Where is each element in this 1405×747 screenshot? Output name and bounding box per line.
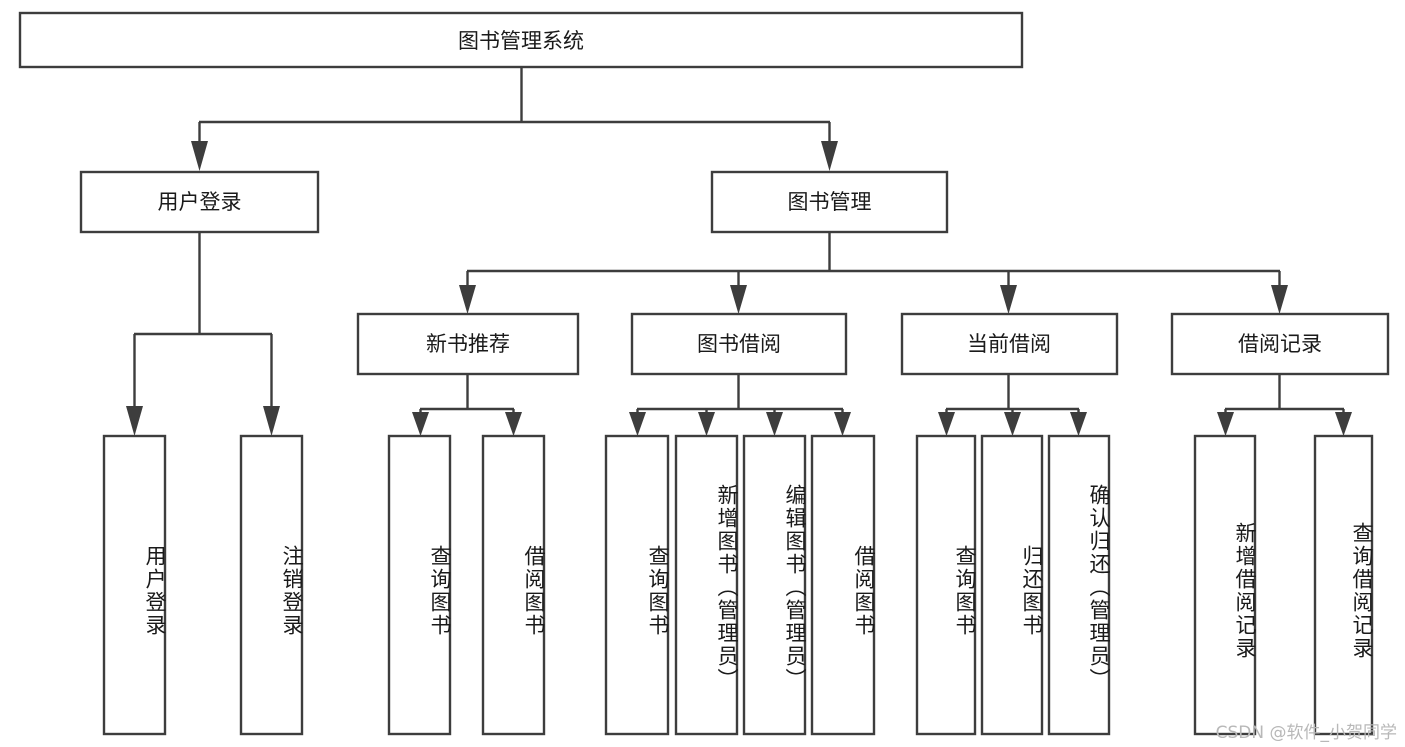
- node-leaf-borrow-book-2[interactable]: [810, 434, 876, 736]
- node-user-login-label: 用户登录: [158, 190, 242, 214]
- node-leaf-query-book-2[interactable]: [604, 434, 670, 736]
- node-new-book-recommend[interactable]: [356, 312, 580, 376]
- node-current-borrow[interactable]: [900, 312, 1119, 376]
- node-leaf-return-book[interactable]: [980, 434, 1044, 736]
- arrowhead-bookmgmt-4: [1271, 285, 1288, 314]
- arrowhead-root-to-bookmgmt: [821, 141, 838, 171]
- node-leaf-query-borrow-record[interactable]: [1313, 434, 1374, 736]
- arrowhead-currentborrow-2: [1004, 412, 1021, 436]
- node-current-borrow-label: 当前借阅: [967, 332, 1051, 356]
- arrowhead-bookmgmt-2: [730, 285, 747, 314]
- node-book-borrow[interactable]: [630, 312, 848, 376]
- arrowhead-root-to-userlogin: [191, 141, 208, 171]
- node-leaf-confirm-return[interactable]: [1047, 434, 1111, 736]
- node-leaf-logout-login[interactable]: [239, 434, 304, 736]
- arrowhead-currentborrow-3: [1070, 412, 1087, 436]
- node-borrow-record-label: 借阅记录: [1238, 332, 1322, 356]
- node-leaf-query-book-1[interactable]: [387, 434, 452, 736]
- arrowhead-newbook-1: [412, 412, 429, 436]
- arrowhead-bookmgmt-3: [1000, 285, 1017, 314]
- node-book-borrow-label: 图书借阅: [697, 332, 781, 356]
- watermark-text: CSDN @软件_小贺同学: [1215, 723, 1397, 743]
- node-leaf-borrow-book-1[interactable]: [481, 434, 546, 736]
- arrowhead-bookborrow-1: [629, 412, 646, 436]
- arrowhead-userlogin-right: [263, 406, 280, 436]
- arrowhead-borrowrecord-1: [1217, 412, 1234, 436]
- arrowhead-bookborrow-4: [834, 412, 851, 436]
- arrowhead-userlogin-left: [126, 406, 143, 436]
- arrowhead-bookborrow-3: [766, 412, 783, 436]
- node-book-management-label: 图书管理: [788, 190, 872, 214]
- node-leaf-add-book[interactable]: [674, 434, 739, 736]
- node-leaf-query-book-3[interactable]: [915, 434, 977, 736]
- node-leaf-edit-book[interactable]: [742, 434, 807, 736]
- arrowhead-bookborrow-2: [698, 412, 715, 436]
- node-root-system-label: 图书管理系统: [458, 29, 584, 53]
- arrowhead-borrowrecord-2: [1335, 412, 1352, 436]
- node-new-book-recommend-label: 新书推荐: [426, 332, 510, 356]
- arrowhead-bookmgmt-1: [459, 285, 476, 314]
- node-leaf-add-borrow-record[interactable]: [1193, 434, 1257, 736]
- arrowhead-currentborrow-1: [938, 412, 955, 436]
- arrowhead-newbook-2: [505, 412, 522, 436]
- node-book-management[interactable]: [710, 170, 949, 234]
- node-root-system[interactable]: [18, 11, 1024, 69]
- node-borrow-record[interactable]: [1170, 312, 1390, 376]
- node-leaf-user-login[interactable]: [102, 434, 167, 736]
